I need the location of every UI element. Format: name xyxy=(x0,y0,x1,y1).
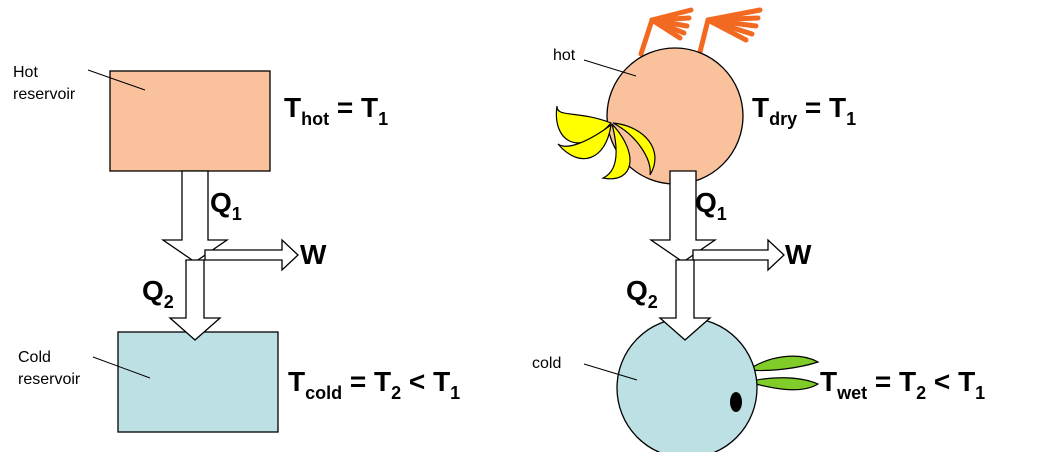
left-engine: Hot reservoir Cold reservoir Thot = T1 T… xyxy=(13,64,460,432)
q2-label-right: Q2 xyxy=(626,275,658,312)
q2-arrow xyxy=(170,260,220,340)
cold-reservoir-label: Cold reservoir xyxy=(18,349,81,388)
w-label-right: W xyxy=(785,239,812,270)
t-hot-equation: Thot = T1 xyxy=(284,92,388,129)
t-dry-equation: Tdry = T1 xyxy=(752,92,856,129)
right-engine: hot cold Tdry = T1 Twet = T2 < T1 Q1 Q2 … xyxy=(532,10,985,452)
cold-reservoir-box xyxy=(118,332,278,432)
hot-reservoir-label: Hot reservoir xyxy=(13,64,76,103)
green-legs xyxy=(748,356,818,390)
q1-label-right: Q1 xyxy=(695,187,727,224)
q1-label: Q1 xyxy=(210,187,242,224)
w-label: W xyxy=(300,239,327,270)
cold-body-label: cold xyxy=(532,355,561,372)
hair xyxy=(641,10,760,54)
q2-label: Q2 xyxy=(142,275,174,312)
t-wet-equation: Twet = T2 < T1 xyxy=(820,366,985,403)
bird-eye xyxy=(730,392,742,412)
hot-head-label: hot xyxy=(553,47,576,64)
t-cold-equation: Tcold = T2 < T1 xyxy=(288,366,460,403)
